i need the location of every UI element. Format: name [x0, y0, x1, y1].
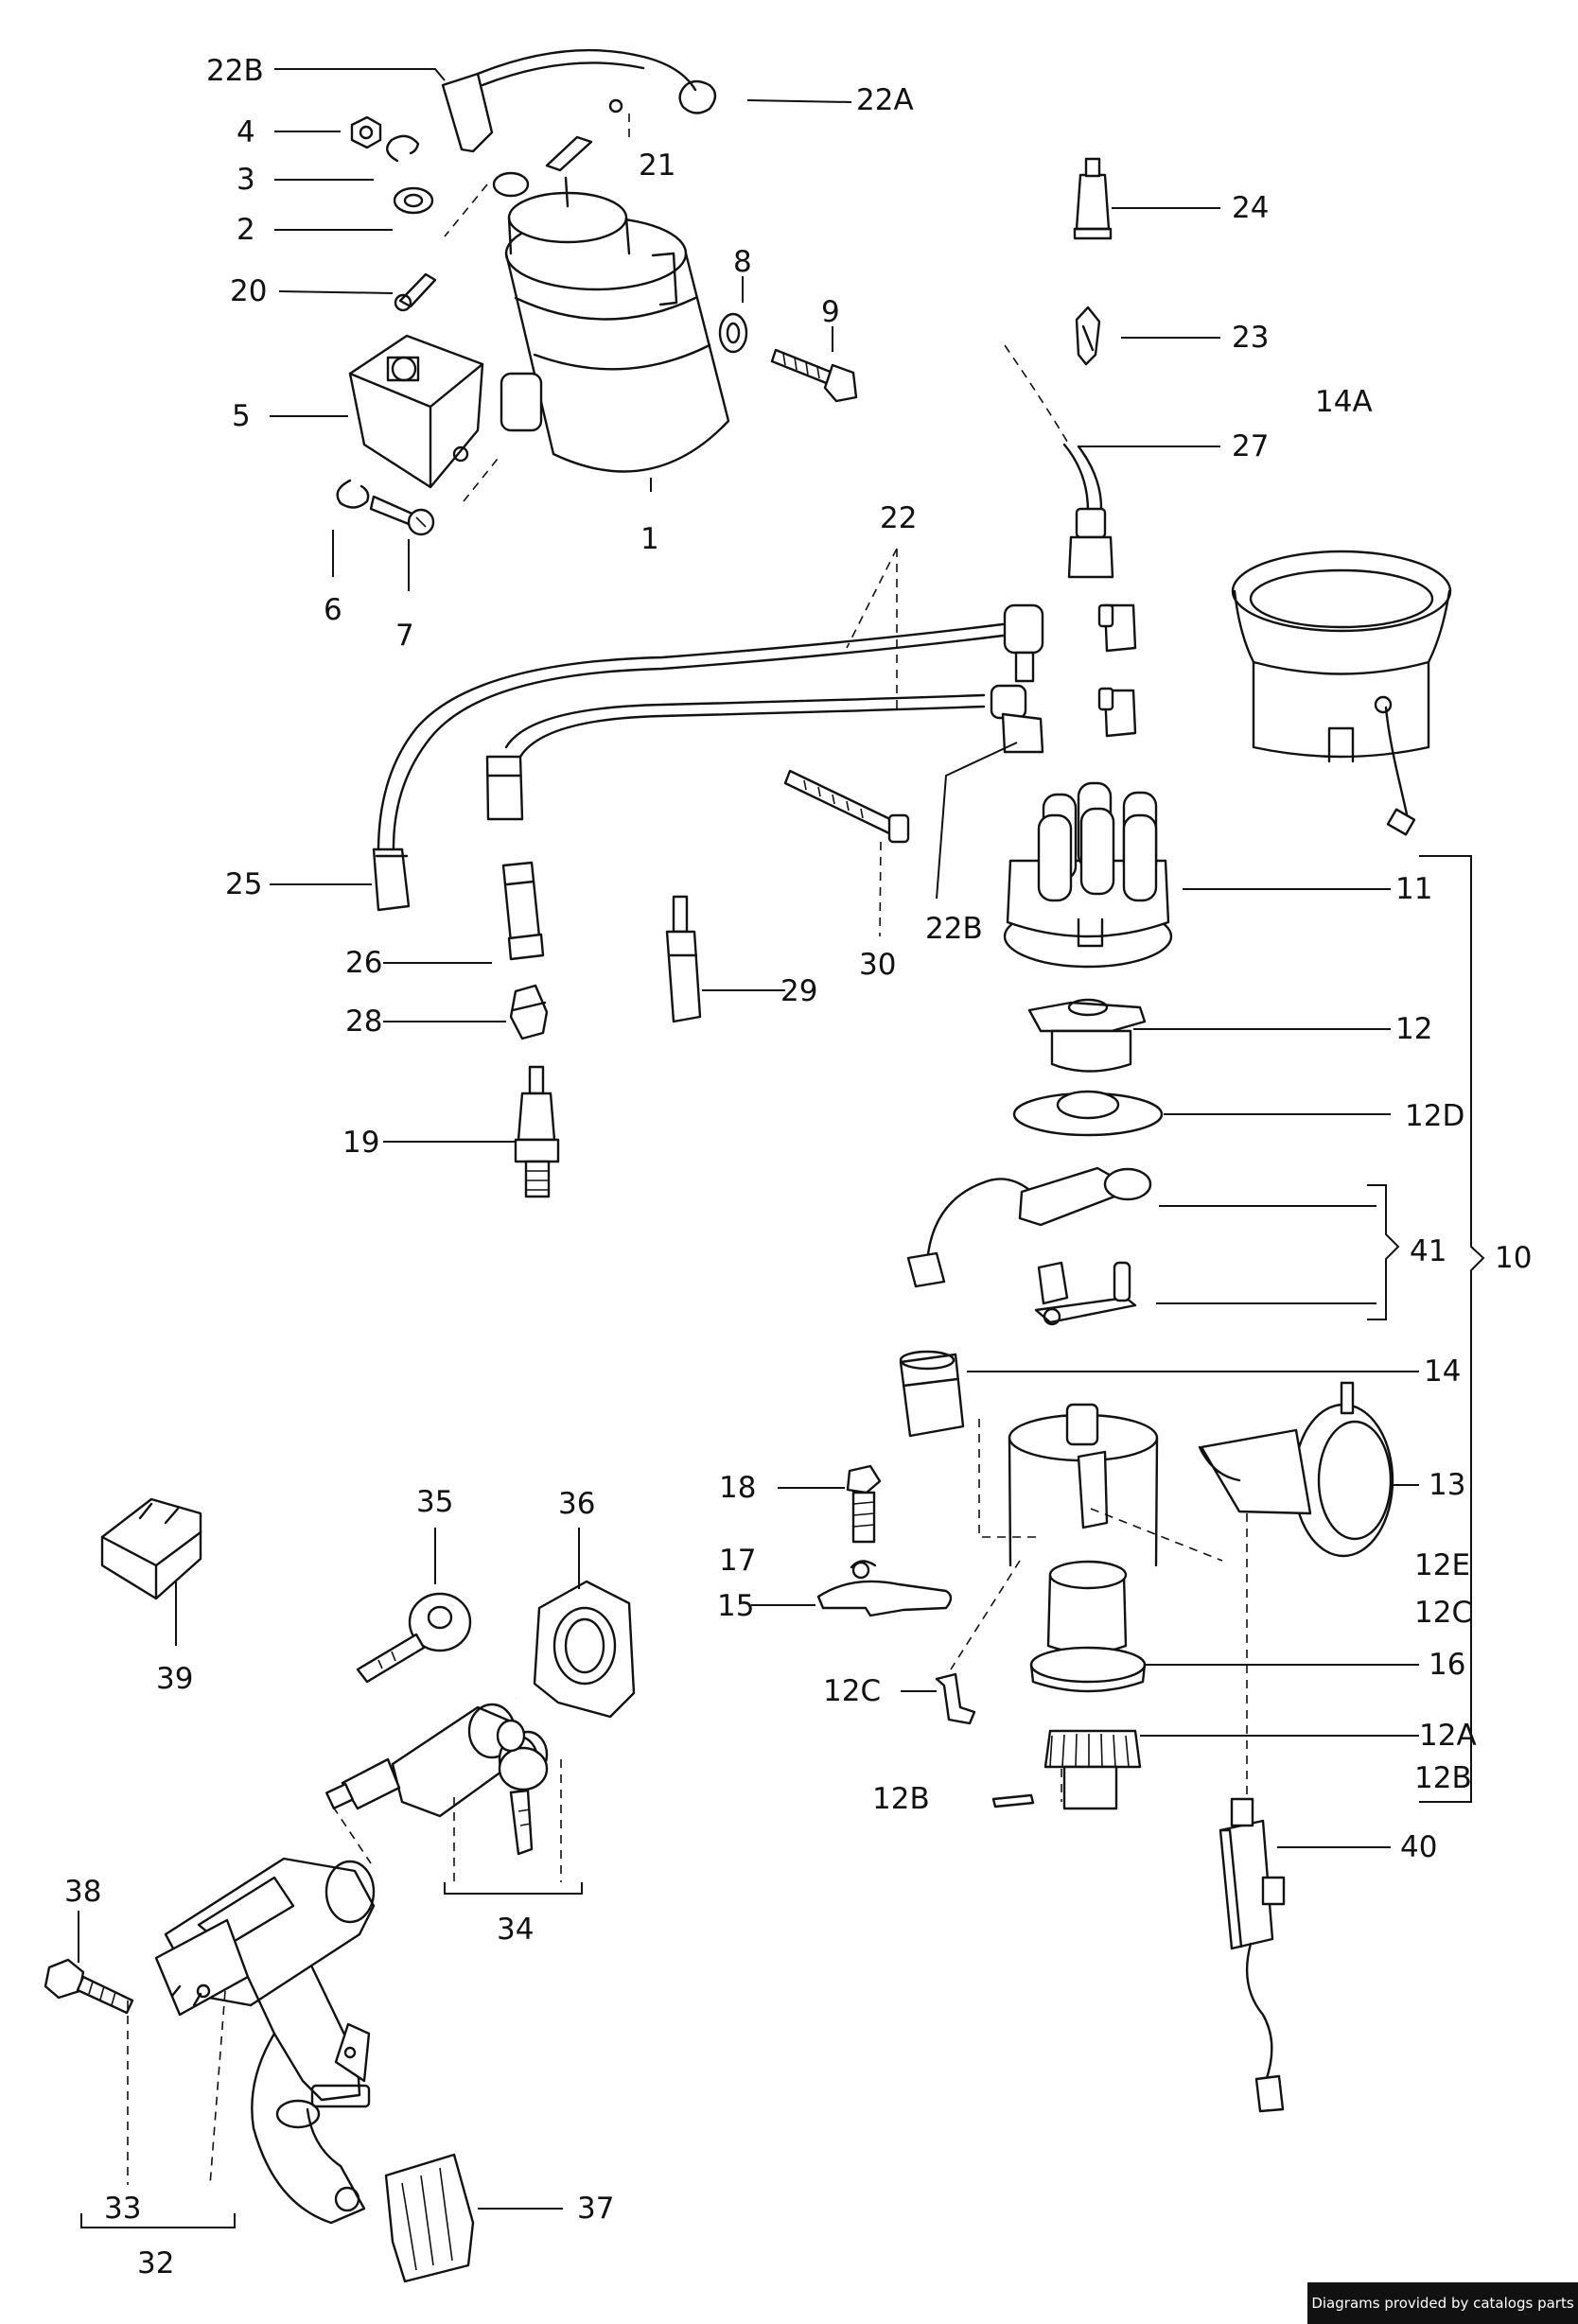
callout-4: 4 — [237, 115, 255, 149]
callout-14: 14 — [1424, 1354, 1461, 1389]
callout-32: 32 — [137, 2246, 174, 2280]
ignition-coil — [492, 171, 730, 473]
callout-12c-right: 12C — [1414, 1596, 1472, 1630]
callout-3: 3 — [237, 163, 255, 197]
callout-33: 33 — [104, 2192, 141, 2226]
callout-5: 5 — [232, 399, 251, 433]
callout-14a: 14A — [1315, 385, 1373, 419]
callout-6: 6 — [324, 593, 342, 627]
callout-13: 13 — [1429, 1468, 1465, 1502]
callout-numbers: 22B 22A 4 3 2 20 21 8 9 5 1 6 7 24 23 14… — [64, 54, 1532, 2280]
ignition-cable-coil-lead — [441, 48, 717, 172]
callout-34: 34 — [497, 1913, 534, 1947]
trim-ring-36 — [533, 1580, 636, 1719]
contact-set-41 — [906, 1166, 1152, 1326]
callout-24: 24 — [1232, 191, 1269, 225]
spark-plug-19 — [514, 1065, 560, 1198]
callout-12c-left: 12C — [823, 1674, 881, 1708]
callout-7: 7 — [395, 619, 414, 653]
cable-tie-30 — [783, 769, 910, 937]
callout-1: 1 — [640, 522, 659, 556]
bolt-38 — [44, 1958, 134, 2015]
bracket-34 — [444, 1882, 583, 1895]
callout-12b-right: 12B — [1414, 1761, 1472, 1795]
callout-25: 25 — [225, 867, 262, 901]
steering-lock-housing-32 — [154, 1857, 376, 2225]
callout-41: 41 — [1410, 1234, 1446, 1268]
callout-27: 27 — [1232, 429, 1269, 463]
cover-39 — [100, 1497, 202, 1600]
screw-washer-small — [336, 479, 435, 536]
ignition-cable-27 — [1004, 344, 1114, 579]
condenser-14 — [899, 1350, 965, 1438]
distributor-rotor-12 — [1027, 998, 1147, 1073]
callout-17: 17 — [719, 1544, 756, 1578]
callout-12e: 12E — [1414, 1548, 1470, 1582]
callout-35: 35 — [416, 1485, 453, 1519]
distributor-housing — [1008, 1403, 1159, 1693]
leader-lines — [78, 68, 1419, 2210]
dust-shield-12d — [1012, 1090, 1164, 1137]
callout-37: 37 — [577, 2192, 614, 2226]
callout-26: 26 — [345, 946, 382, 980]
callout-22b-top: 22B — [206, 54, 264, 88]
callout-2: 2 — [237, 213, 255, 247]
callout-12b-left: 12B — [872, 1782, 930, 1816]
callout-9: 9 — [821, 295, 840, 329]
callout-29: 29 — [780, 974, 817, 1008]
clamp-15 — [816, 1560, 953, 1617]
callout-10: 10 — [1495, 1241, 1532, 1275]
cable-clip-23 — [1075, 306, 1101, 366]
callout-12: 12 — [1395, 1012, 1432, 1046]
ignition-module-bracket — [348, 334, 484, 489]
drive-gear-12a — [1043, 1729, 1142, 1810]
callout-16: 16 — [1429, 1648, 1465, 1682]
callout-12a: 12A — [1419, 1719, 1477, 1753]
callout-39: 39 — [156, 1662, 193, 1696]
cable-terminal-24 — [1073, 157, 1113, 240]
callout-8: 8 — [733, 245, 752, 279]
callout-28: 28 — [345, 1005, 382, 1039]
callout-38: 38 — [64, 1875, 101, 1909]
vacuum-unit-13 — [1198, 1381, 1394, 1558]
control-unit-40 — [1219, 1513, 1286, 2113]
bracket-32 — [80, 2213, 236, 2228]
bracket-41 — [1367, 1184, 1400, 1320]
callout-22b-mid: 22B — [925, 912, 983, 946]
clip-12c-small — [935, 1672, 976, 1725]
distributor-shield-cover-14a — [1231, 550, 1452, 836]
lock-cylinder-keys-34 — [325, 1703, 549, 1856]
callout-40: 40 — [1400, 1830, 1437, 1864]
callout-18: 18 — [719, 1471, 756, 1505]
suppressor-connector-29 — [665, 895, 702, 1023]
callout-19: 19 — [342, 1126, 379, 1160]
callout-21: 21 — [639, 149, 675, 183]
callout-30: 30 — [859, 948, 896, 982]
distributor-cap-11 — [1003, 781, 1173, 969]
callout-22a: 22A — [856, 83, 914, 117]
bracket-10 — [1419, 855, 1485, 1803]
bolt-18 — [846, 1464, 882, 1544]
coil-hardware-nut-washers — [350, 115, 437, 312]
credit-footer: Diagrams provided by catalogs parts — [1307, 2282, 1578, 2324]
callout-20: 20 — [230, 274, 267, 308]
callout-12d: 12D — [1405, 1099, 1464, 1133]
pin-12b — [991, 1793, 1035, 1809]
callout-22: 22 — [880, 501, 917, 535]
shear-bolt-cover-37 — [384, 2153, 475, 2283]
spark-plug-cables-22 — [372, 603, 1137, 912]
plug-cap-28 — [509, 984, 549, 1040]
callout-15: 15 — [717, 1589, 754, 1623]
callout-23: 23 — [1232, 321, 1269, 355]
key-35 — [356, 1592, 472, 1684]
spark-plug-connector-26 — [501, 861, 545, 961]
washer-and-bolt-8-9 — [718, 312, 858, 403]
callout-36: 36 — [558, 1487, 595, 1521]
callout-11: 11 — [1395, 872, 1432, 906]
